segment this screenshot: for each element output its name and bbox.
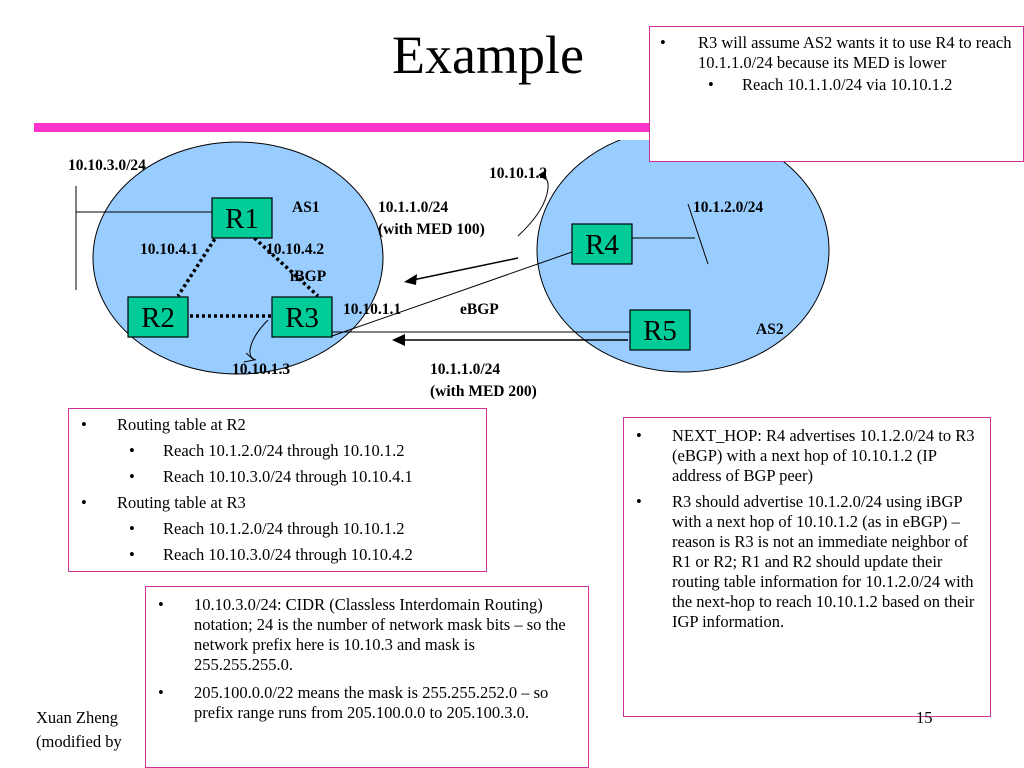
adv-bottom-med-label: (with MED 200) <box>430 383 537 400</box>
adv-top-prefix-label: 10.1.1.0/24 <box>378 199 448 216</box>
net-10-10-3-label: 10.10.3.0/24 <box>68 157 146 174</box>
as1-ellipse <box>92 141 384 375</box>
r1-r2-ibgp-link <box>176 233 220 297</box>
med-note-box: • R3 will assume AS2 wants it to use R4 … <box>649 26 1024 162</box>
routing-r3-entry: • Reach 10.1.2.0/24 through 10.10.1.2 <box>129 519 405 538</box>
next-hop-bullet: • NEXT_HOP: R4 advertises 10.1.2.0/24 to… <box>636 426 975 485</box>
cidr-bullet: • 10.10.3.0/24: CIDR (Classless Interdom… <box>158 595 566 674</box>
slide-title: Example <box>392 25 584 85</box>
title-underline-bar <box>34 123 1024 132</box>
router-r5[interactable]: R5 <box>629 309 691 351</box>
author-footer: Xuan Zheng (modified by <box>36 708 122 751</box>
med-note-bullet: • R3 will assume AS2 wants it to use R4 … <box>660 33 1012 72</box>
next-hop-bullet: • R3 should advertise 10.1.2.0/24 using … <box>636 492 975 631</box>
net-10-1-2-label: 10.1.2.0/24 <box>693 199 763 216</box>
med200-arrowhead <box>392 334 405 346</box>
r3-r4-link <box>331 251 573 337</box>
r4-ip-label: 10.10.1.2 <box>489 165 547 182</box>
r1-right-ip-label: 10.10.4.2 <box>266 241 324 258</box>
routing-r2-entry: • Reach 10.10.3.0/24 through 10.10.4.1 <box>129 467 413 486</box>
routing-r2-heading: • Routing table at R2 <box>81 415 246 434</box>
r2-ip-pointer-head <box>243 352 256 363</box>
router-r4-label: R4 <box>585 229 619 261</box>
router-r4[interactable]: R4 <box>571 223 633 265</box>
adv-bottom-prefix-label: 10.1.1.0/24 <box>430 361 500 378</box>
cidr-bullet: • 205.100.0.0/22 means the mask is 255.2… <box>158 683 549 722</box>
as1-label: AS1 <box>292 199 320 216</box>
cidr-note-box: • 10.10.3.0/24: CIDR (Classless Interdom… <box>145 586 589 768</box>
as2-label: AS2 <box>756 321 784 338</box>
router-r2[interactable]: R2 <box>127 296 189 338</box>
router-r2-label: R2 <box>141 302 175 334</box>
routing-r3-entry: • Reach 10.10.3.0/24 through 10.10.4.2 <box>129 545 413 564</box>
router-r3[interactable]: R3 <box>271 296 333 338</box>
routing-r3-heading: • Routing table at R3 <box>81 493 246 512</box>
r1-left-ip-label: 10.10.4.1 <box>140 241 198 258</box>
adv-top-med-label: (with MED 100) <box>378 221 485 238</box>
as2-ellipse <box>536 140 830 373</box>
med-note-subbullet: • Reach 10.1.1.0/24 via 10.10.1.2 <box>708 75 953 94</box>
med100-arrow-line <box>407 257 519 282</box>
r4-ip-pointer-head <box>538 170 546 180</box>
ebgp-label: eBGP <box>460 301 499 318</box>
next-hop-box: • NEXT_HOP: R4 advertises 10.1.2.0/24 to… <box>623 417 991 717</box>
router-r1-label: R1 <box>225 203 259 235</box>
ibgp-label: iBGP <box>290 268 327 285</box>
lan-10-1-2-segment <box>687 203 709 265</box>
router-r1[interactable]: R1 <box>211 197 273 239</box>
routing-r2-entry: • Reach 10.1.2.0/24 through 10.10.1.2 <box>129 441 405 460</box>
routing-table-box: • Routing table at R2 • Reach 10.1.2.0/2… <box>68 408 487 572</box>
bgp-network-diagram: R1 R2 R3 R4 R5 10.10.3.0/24 AS1 AS2 10.1… <box>68 140 830 400</box>
router-r3-label: R3 <box>285 302 319 334</box>
r2-ip-label: 10.10.1.3 <box>232 361 290 378</box>
r3-ip-label: 10.10.1.1 <box>343 301 401 318</box>
med100-arrowhead <box>404 274 417 285</box>
page-number: 15 <box>916 708 933 727</box>
router-r5-label: R5 <box>643 315 677 347</box>
